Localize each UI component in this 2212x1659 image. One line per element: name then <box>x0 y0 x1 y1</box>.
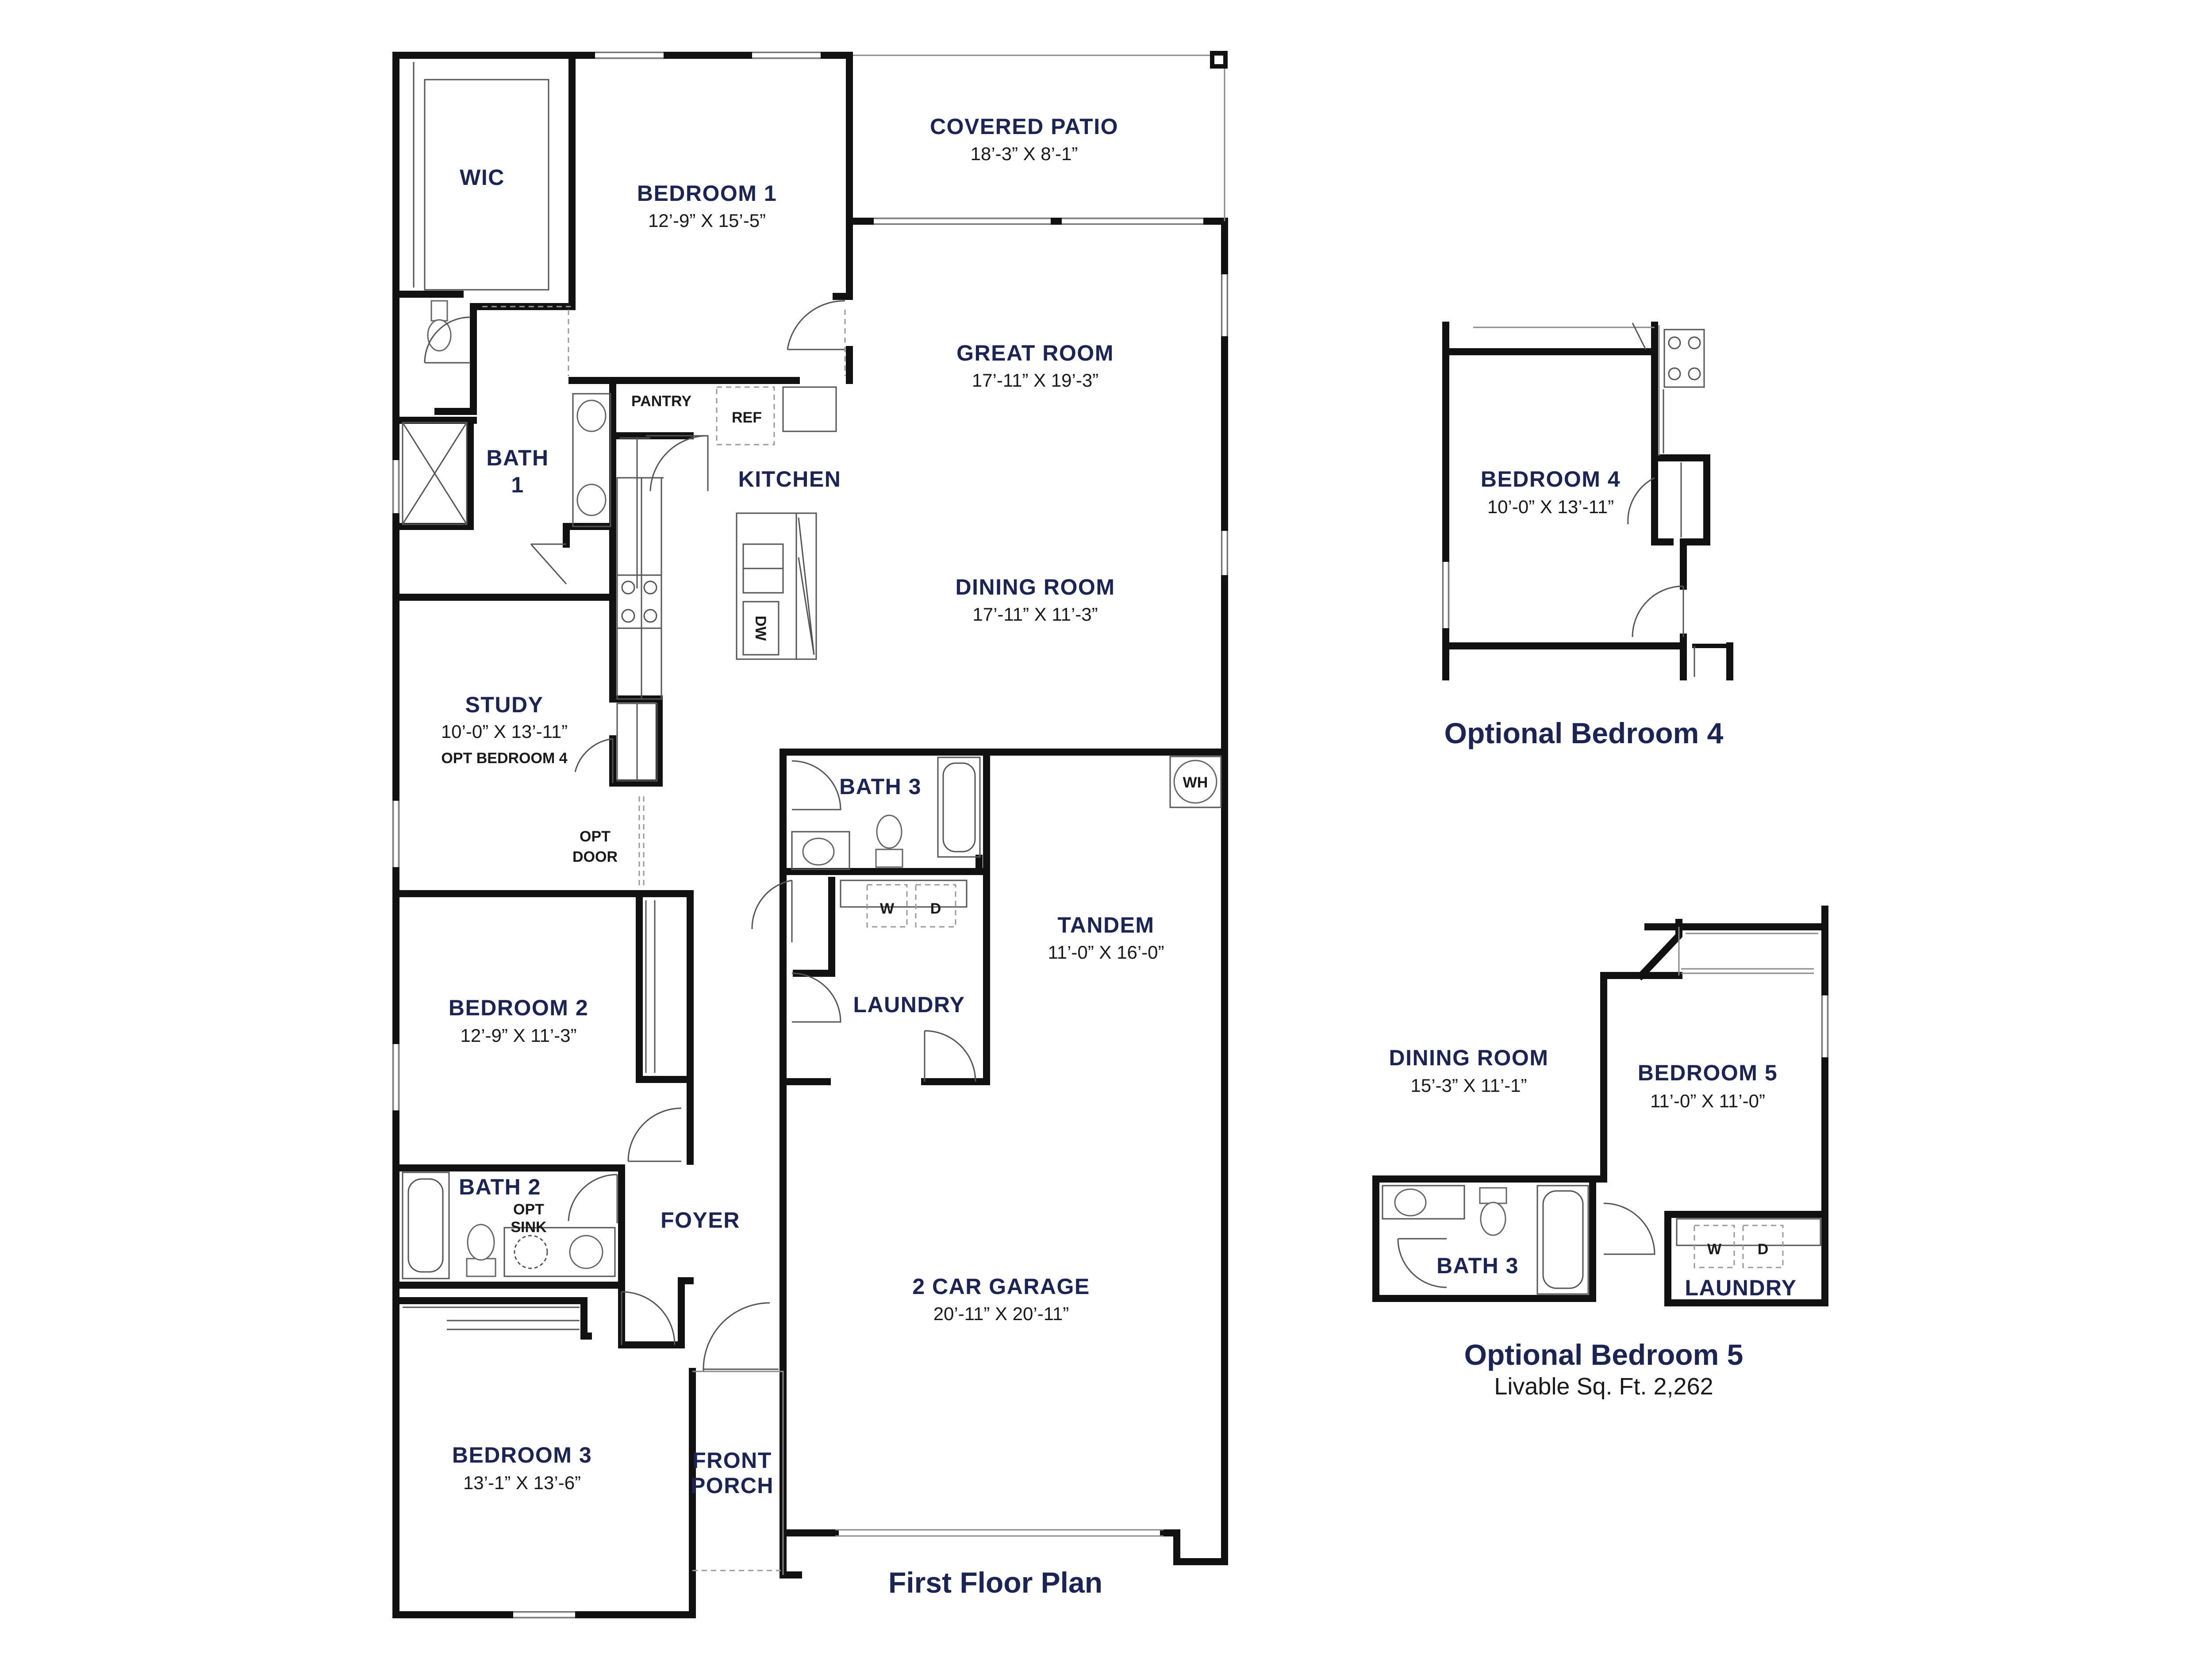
garage-dim: 20’-11” X 20’-11” <box>933 1303 1069 1324</box>
first-floor-fixtures <box>392 51 1228 1618</box>
study-dim: 10’-0” X 13’-11” <box>441 721 568 742</box>
pantry-label: PANTRY <box>631 393 691 410</box>
covered-patio-dim: 18’-3” X 8’-1” <box>971 143 1078 164</box>
dw-label: DW <box>752 616 769 641</box>
bedroom3-label: BEDROOM 3 <box>452 1443 592 1467</box>
laundry-label: LAUNDRY <box>853 992 965 1017</box>
bedroom1-label: BEDROOM 1 <box>637 181 777 206</box>
first-floor-caption: First Floor Plan <box>888 1566 1102 1599</box>
bedroom1-dim: 12’-9” X 15’-5” <box>648 210 766 231</box>
bedroom2-label: BEDROOM 2 <box>449 995 588 1020</box>
optional-bedroom-4-caption: Optional Bedroom 4 <box>1444 717 1724 749</box>
bath1-label-line1: BATH <box>486 445 549 470</box>
front-porch-label-line2: PORCH <box>691 1473 774 1498</box>
bath2-opt-line1: OPT <box>513 1201 544 1218</box>
opt5-bath3-label: BATH 3 <box>1436 1253 1519 1278</box>
foyer-label: FOYER <box>661 1208 740 1233</box>
bedroom3-dim: 13’-1” X 13’-6” <box>463 1472 581 1493</box>
garage-label: 2 CAR GARAGE <box>912 1274 1090 1299</box>
bath2-label: BATH 2 <box>459 1175 541 1199</box>
wh-label: WH <box>1183 774 1208 791</box>
optional-bedroom-4-plan <box>1442 322 1733 680</box>
great-room-dim: 17’-11” X 19’-3” <box>972 370 1098 391</box>
tandem-dim: 11’-0” X 16’-0” <box>1048 942 1164 963</box>
kitchen-label: KITCHEN <box>738 467 841 492</box>
bath2-opt-line2: SINK <box>511 1219 547 1236</box>
opt5-bedroom5-dim: 11’-0” X 11’-0” <box>1650 1091 1765 1111</box>
opt4-bedroom4-label: BEDROOM 4 <box>1481 467 1621 492</box>
opt5-dryer-label: D <box>1758 1241 1769 1258</box>
dining-room-label: DINING ROOM <box>956 575 1115 599</box>
study-label: STUDY <box>465 692 544 717</box>
opt-door-label-line1: OPT <box>580 828 611 845</box>
optional-bedroom-4-labels: BEDROOM 4 10’-0” X 13’-11” Optional Bedr… <box>1444 467 1724 749</box>
opt5-dining-room-label: DINING ROOM <box>1389 1045 1549 1070</box>
bedroom2-dim: 12’-9” X 11’-3” <box>461 1025 577 1046</box>
opt5-washer-label: W <box>1707 1241 1722 1258</box>
livable-sqft-text: Livable Sq. Ft. 2,262 <box>1494 1373 1713 1400</box>
washer-label: W <box>880 900 895 917</box>
optional-bedroom-5-labels: DINING ROOM 15’-3” X 11’-1” BEDROOM 5 11… <box>1389 1045 1797 1400</box>
wic-label: WIC <box>460 165 505 190</box>
tandem-label: TANDEM <box>1057 913 1154 937</box>
opt-door-label-line2: DOOR <box>572 849 618 865</box>
first-floor-walls <box>392 51 1228 1618</box>
covered-patio-label: COVERED PATIO <box>930 114 1118 139</box>
ref-label: REF <box>732 409 762 426</box>
opt5-dining-room-dim: 15’-3” X 11’-1” <box>1411 1075 1527 1096</box>
optional-bedroom-5-caption: Optional Bedroom 5 <box>1464 1338 1743 1371</box>
first-floor-labels: WIC BEDROOM 1 12’-9” X 15’-5” COVERED PA… <box>441 114 1208 1599</box>
opt5-bedroom5-label: BEDROOM 5 <box>1638 1060 1778 1085</box>
dining-room-dim: 17’-11” X 11’-3” <box>972 604 1098 625</box>
study-note: OPT BEDROOM 4 <box>441 750 567 767</box>
bath3-label: BATH 3 <box>839 774 922 799</box>
great-room-label: GREAT ROOM <box>956 341 1114 365</box>
optional-bedroom-5-plan <box>1372 906 1828 1306</box>
front-porch-label-line1: FRONT <box>692 1448 772 1473</box>
dryer-label: D <box>930 900 941 917</box>
bath1-label-line2: 1 <box>511 472 524 497</box>
opt5-laundry-label: LAUNDRY <box>1685 1275 1797 1300</box>
opt4-bedroom4-dim: 10’-0” X 13’-11” <box>1487 496 1614 517</box>
